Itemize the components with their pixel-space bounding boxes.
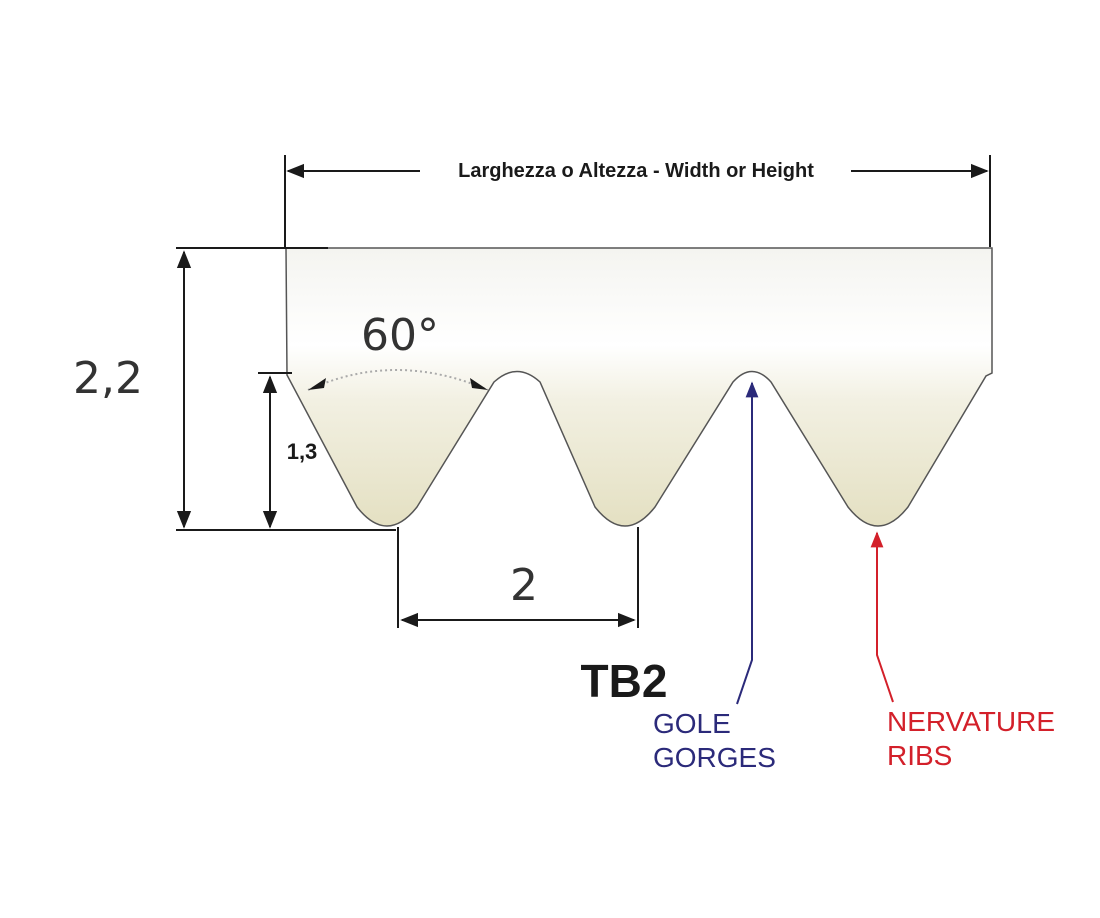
grooves-pointer <box>736 381 759 705</box>
grooves-label-it: GOLE <box>653 708 731 739</box>
rib-height-label: 1,3 <box>287 439 318 464</box>
pitch-label: 2 <box>510 560 538 611</box>
ribs-label-en: RIBS <box>887 740 952 771</box>
belt-body <box>285 247 993 527</box>
angle-arc <box>307 369 489 391</box>
ribs-pointer <box>870 531 894 703</box>
width-label: Larghezza o Altezza - Width or Height <box>458 160 814 182</box>
total-height-label: 2,2 <box>73 353 143 404</box>
grooves-label-en: GORGES <box>653 742 776 773</box>
angle-arrow-right <box>470 378 488 390</box>
ribs-label-it: NERVATURE <box>887 706 1055 737</box>
angle-label: 60° <box>361 310 439 361</box>
profile-label: TB2 <box>581 655 668 707</box>
angle-arrow-left <box>308 378 326 390</box>
